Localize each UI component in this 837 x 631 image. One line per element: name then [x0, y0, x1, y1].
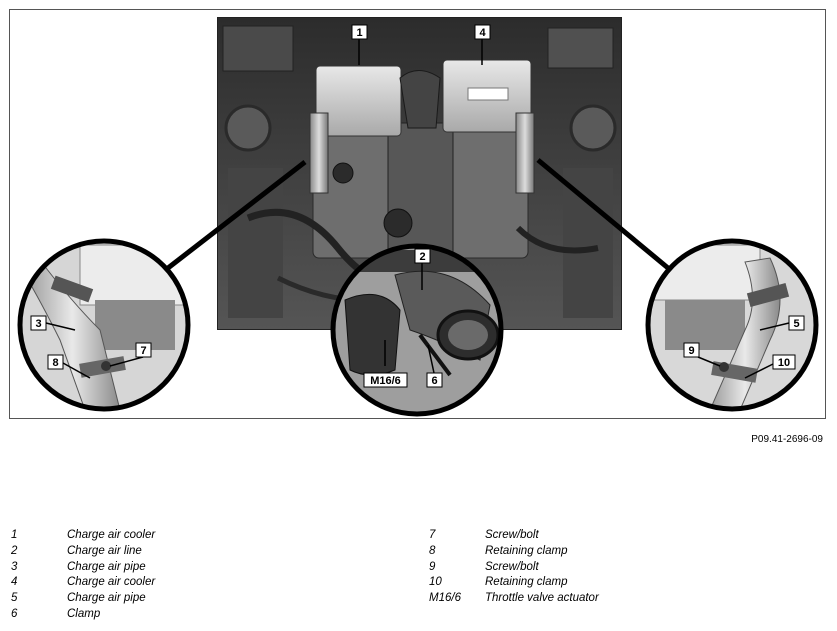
callout-box-6: [426, 372, 443, 388]
callout-box-7: [135, 342, 152, 358]
legend-number: 2: [11, 544, 18, 557]
callout-line-5: [759, 322, 790, 331]
legend-number: 4: [11, 576, 18, 589]
legend-text: Retaining clamp: [485, 544, 568, 557]
leader-line-right: [536, 158, 670, 270]
callout-label-10: 10: [778, 357, 790, 369]
legend-item: 7 Screw/bolt: [429, 528, 599, 544]
callout-line-6: [427, 344, 435, 374]
callout-label-m16-6: M16/6: [370, 375, 401, 387]
legend-item: 9 Screw/bolt: [429, 560, 599, 576]
callout-box-5: [788, 315, 805, 331]
callout-box-m16-6: [363, 372, 408, 388]
legend-text: Charge air cooler: [67, 576, 156, 589]
legend-number: 7: [429, 529, 436, 541]
legend-item: 6 Clamp: [11, 607, 155, 623]
callout-line-8: [62, 362, 91, 379]
legend-number: 8: [429, 544, 436, 557]
legend-number: 1: [11, 529, 18, 541]
legend-text: Charge air pipe: [67, 592, 146, 605]
callout-box-3: [30, 315, 47, 331]
legend-item: 3 Charge air pipe: [11, 560, 155, 576]
callout-line-9: [697, 356, 721, 367]
callout-label-9: 9: [688, 345, 694, 357]
legend-item: 5 Charge air pipe: [11, 591, 155, 607]
legend-item: 8 Retaining clamp: [429, 544, 599, 560]
legend-number: 10: [429, 576, 442, 589]
legend-number: M16/6: [429, 592, 461, 605]
legend-text: Screw/bolt: [485, 529, 539, 541]
legend-text: Charge air cooler: [67, 529, 156, 541]
legend-text: Screw/bolt: [485, 560, 539, 573]
legend-number: 3: [11, 560, 18, 573]
legend-text: Throttle valve actuator: [485, 592, 599, 605]
callout-label-1: 1: [356, 27, 362, 39]
callout-line-7: [109, 356, 144, 367]
legend-text: Retaining clamp: [485, 576, 568, 589]
figure-code: P09.41-2696-09: [751, 434, 823, 445]
legend-item: 2 Charge air line: [11, 544, 155, 560]
magnifier-center: [330, 243, 504, 417]
callout-box-4: [474, 24, 491, 40]
callout-line-10: [744, 363, 774, 379]
legend-text: Charge air pipe: [67, 560, 146, 573]
legend-item: 4 Charge air cooler: [11, 575, 155, 591]
callout-line-3: [45, 322, 76, 331]
callout-box-10: [772, 354, 796, 370]
callout-box-8: [47, 354, 64, 370]
leader-line-left: [166, 160, 307, 270]
callout-box-1: [351, 24, 368, 40]
legend-number: 6: [11, 607, 18, 620]
callout-box-9: [683, 342, 700, 358]
callout-box-2: [414, 248, 431, 264]
callout-label-3: 3: [35, 318, 41, 330]
callout-label-4: 4: [479, 27, 486, 39]
callout-label-5: 5: [793, 318, 799, 330]
legend-number: 9: [429, 560, 436, 573]
legend-text: Clamp: [67, 607, 101, 620]
legend-item: M16/6 Throttle valve actuator: [429, 591, 599, 607]
legend-text: Charge air line: [67, 544, 142, 557]
legend-item: 1 Charge air cooler: [11, 528, 155, 544]
legend-item: 10 Retaining clamp: [429, 575, 599, 591]
callout-label-7: 7: [140, 345, 146, 357]
callout-label-8: 8: [52, 357, 58, 369]
callout-label-2: 2: [419, 251, 425, 263]
callout-label-6: 6: [431, 375, 437, 387]
legend-number: 5: [11, 592, 18, 605]
